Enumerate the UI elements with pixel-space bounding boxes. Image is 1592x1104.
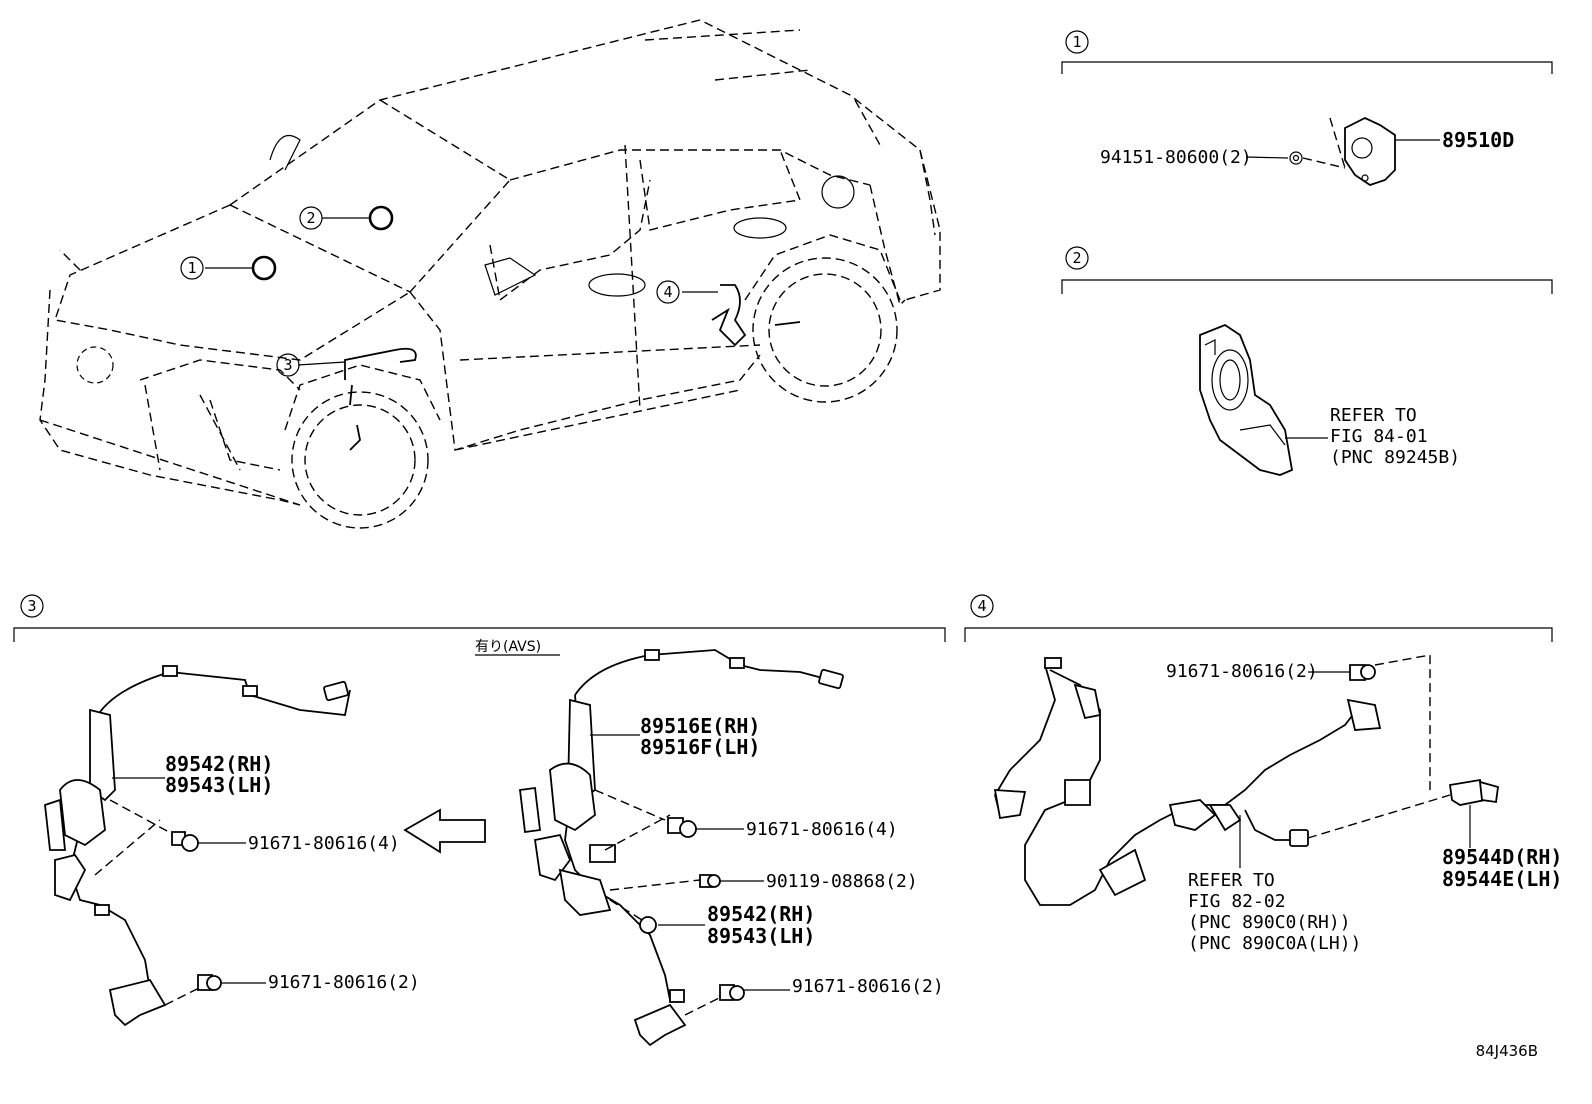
section-3-bracket xyxy=(13,627,946,642)
steering-sensor-unit xyxy=(1199,323,1294,476)
refer-line-4-rear: (PNC 890C0A(LH)) xyxy=(1188,933,1361,954)
refer-line-3-rear: (PNC 890C0(RH)) xyxy=(1188,912,1351,933)
figure-code: 84J436B xyxy=(1476,1042,1538,1060)
part-label-89542-rh-right: 89542(RH) xyxy=(707,902,815,926)
section-3: 3 有り(AVS) 91671-80616(4) 89542(RH) xyxy=(13,594,946,1047)
section-2-bracket xyxy=(1061,279,1553,294)
bolt-icon xyxy=(1349,664,1376,681)
part-label-91671-80616-2-right: 91671-80616(2) xyxy=(792,976,944,997)
part-label-89543-lh-left: 89543(LH) xyxy=(165,773,273,797)
part-label-91671-80616-2-rear: 91671-80616(2) xyxy=(1166,661,1318,682)
part-label-91671-80616-4-right: 91671-80616(4) xyxy=(746,819,898,840)
part-label-91671-80616-2-left: 91671-80616(2) xyxy=(268,972,420,993)
screw-icon xyxy=(699,874,721,888)
rear-speed-sensor-drawing xyxy=(993,657,1382,906)
refer-line-3: (PNC 89245B) xyxy=(1330,447,1460,468)
svg-text:1: 1 xyxy=(187,259,196,277)
callout-3[interactable]: 3 xyxy=(276,353,300,377)
part-label-89516F-lh: 89516F(LH) xyxy=(640,735,760,759)
bolt-icon xyxy=(719,984,745,1001)
svg-text:2: 2 xyxy=(306,209,315,227)
callout-1[interactable]: 1 xyxy=(180,256,204,280)
vehicle-illustration xyxy=(39,19,941,529)
svg-text:1: 1 xyxy=(1072,33,1081,51)
rear-wheel-speed-sensor xyxy=(1448,778,1499,806)
section-3-index: 3 xyxy=(20,594,44,618)
part-label-89542-rh-left: 89542(RH) xyxy=(165,752,273,776)
section-2-index: 2 xyxy=(1065,246,1089,270)
bolt-icon xyxy=(171,831,199,852)
bolt-icon xyxy=(667,817,697,838)
refer-line-1-rear: REFER TO xyxy=(1188,870,1275,891)
part-label-91671-80616-4-left: 91671-80616(4) xyxy=(248,833,400,854)
section-1: 1 94151-80600(2) 89510D xyxy=(1061,30,1553,186)
front-speed-sensor-right-drawing xyxy=(519,649,844,1047)
svg-text:3: 3 xyxy=(283,356,292,374)
section-4: 4 91671-80616(2) 895 xyxy=(964,594,1562,954)
arrow-left-icon xyxy=(403,808,486,854)
part-label-89516E-rh: 89516E(RH) xyxy=(640,714,760,738)
part-label-94151-80600: 94151-80600(2) xyxy=(1100,147,1252,168)
svg-text:4: 4 xyxy=(663,283,672,301)
section-4-index: 4 xyxy=(970,594,994,618)
front-speed-sensor-left-drawing xyxy=(44,665,351,1027)
svg-text:4: 4 xyxy=(977,597,986,615)
part-label-90119-08868: 90119-08868(2) xyxy=(766,871,918,892)
section-4-bracket xyxy=(964,627,1553,642)
bolt-icon xyxy=(197,974,222,991)
avs-note: 有り(AVS) xyxy=(475,639,541,655)
svg-text:2: 2 xyxy=(1072,249,1081,267)
section-1-bracket xyxy=(1061,61,1553,74)
callout-4[interactable]: 4 xyxy=(656,280,680,304)
speed-sensor-89510D xyxy=(1344,117,1396,186)
refer-line-1: REFER TO xyxy=(1330,405,1417,426)
part-label-89544E-lh: 89544E(LH) xyxy=(1442,867,1562,891)
callout-2[interactable]: 2 xyxy=(299,206,323,230)
part-label-89543-lh-right: 89543(LH) xyxy=(707,924,815,948)
part-label-89510D: 89510D xyxy=(1442,128,1514,152)
section-1-index: 1 xyxy=(1065,30,1089,54)
refer-line-2-rear: FIG 82-02 xyxy=(1188,891,1286,912)
svg-text:3: 3 xyxy=(27,597,36,615)
section-2: 2 REFER TO FIG 84-01 (PNC 89245B) xyxy=(1061,246,1553,476)
nut-icon xyxy=(1289,151,1303,165)
part-label-89544D-rh: 89544D(RH) xyxy=(1442,845,1562,869)
refer-line-2: FIG 84-01 xyxy=(1330,426,1428,447)
